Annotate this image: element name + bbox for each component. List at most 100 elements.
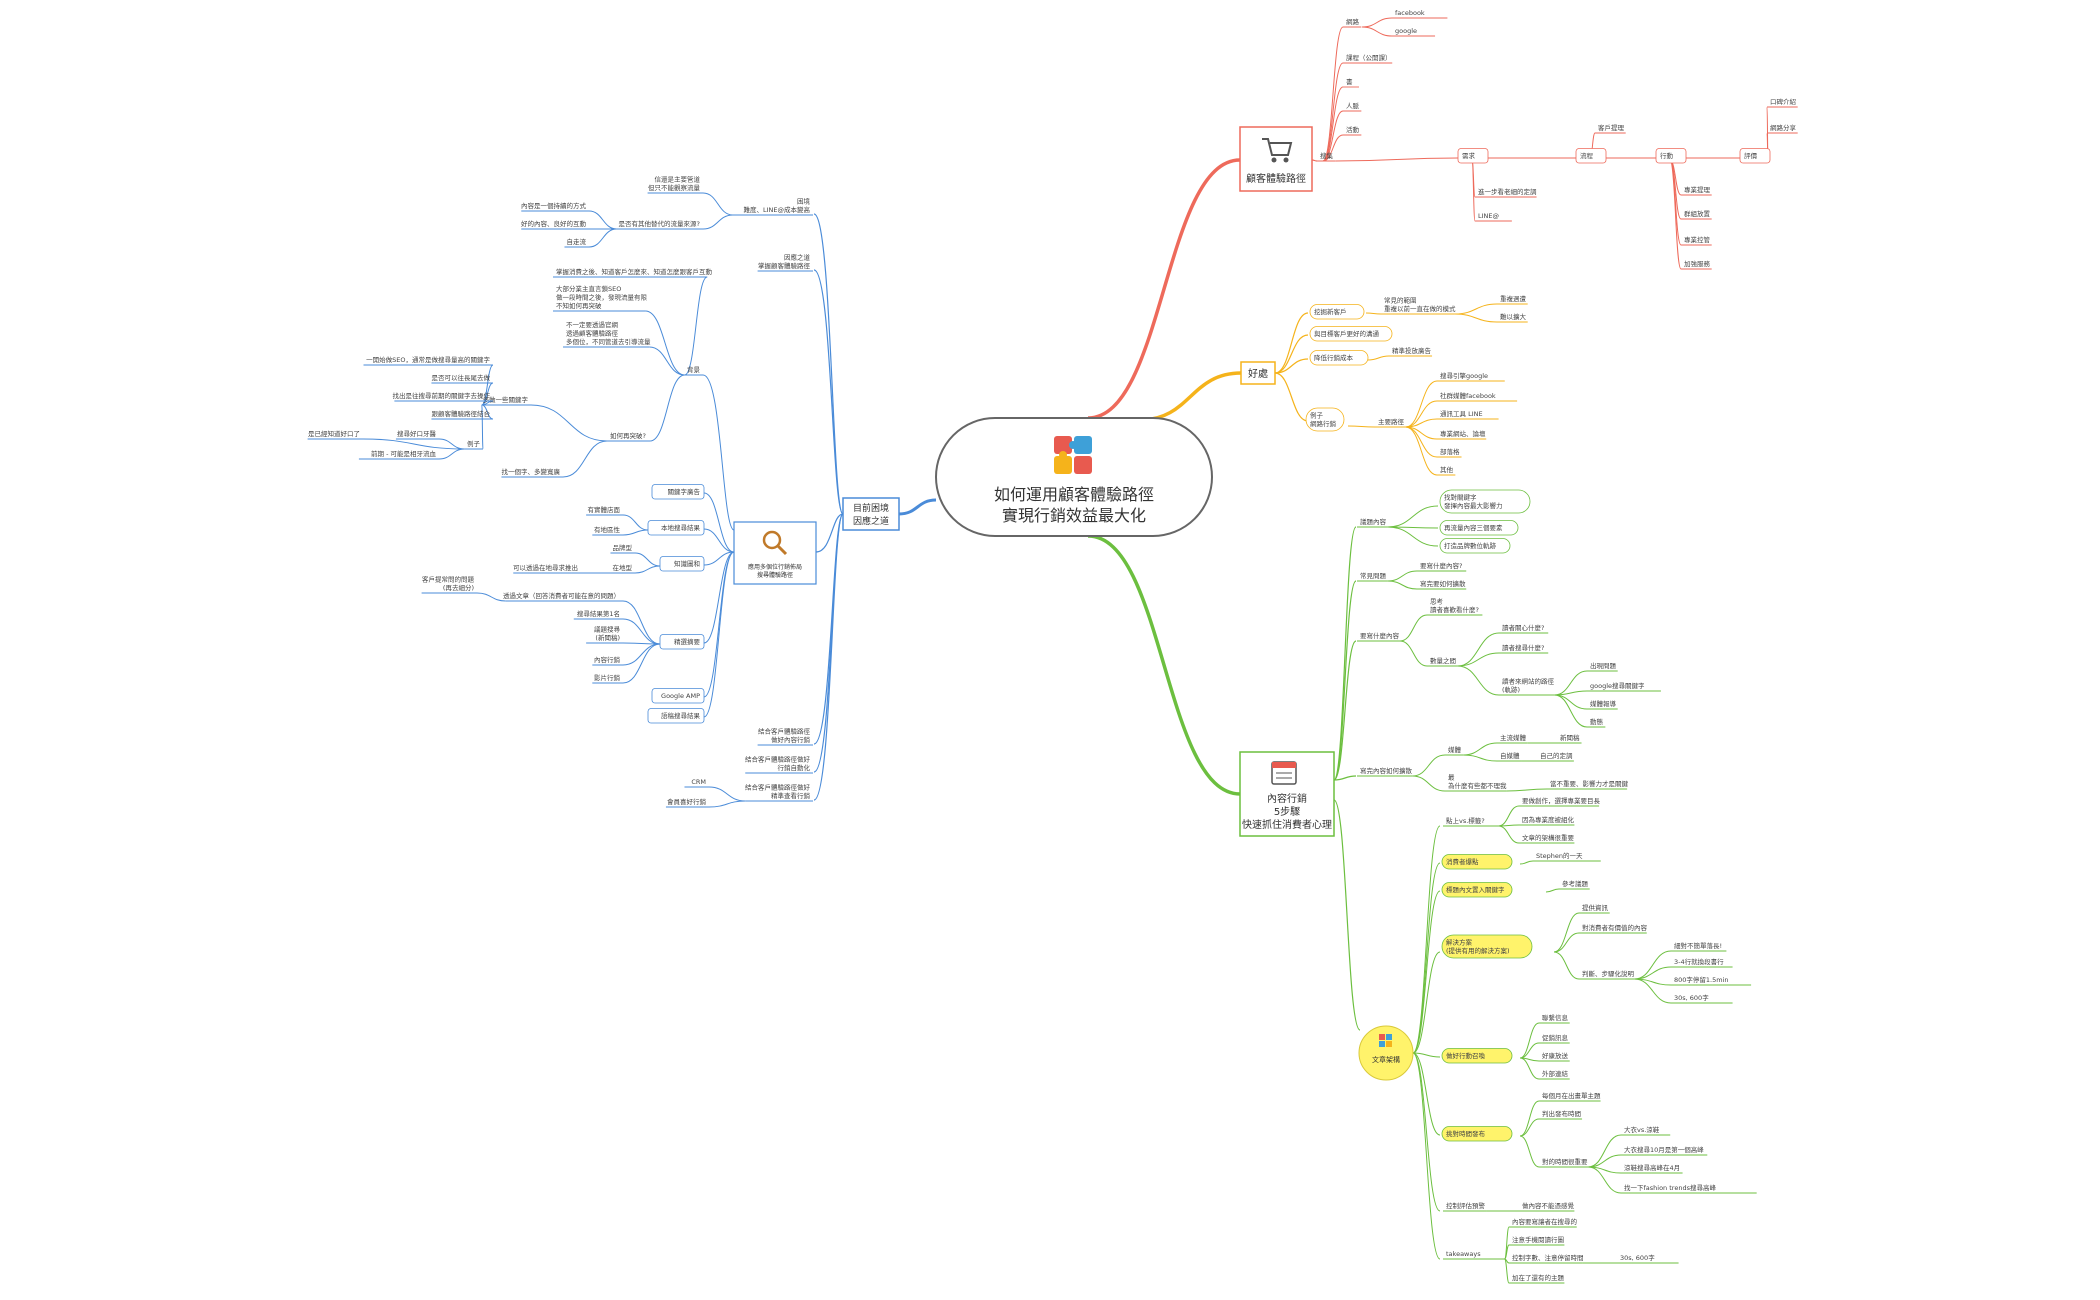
topic-node[interactable]: 對消費者有價值的內容 xyxy=(1579,923,1648,934)
topic-node[interactable]: 主流媒體 xyxy=(1497,733,1528,744)
topic-node[interactable]: CRM xyxy=(684,778,709,788)
topic-node[interactable]: 內容是一個持續的方式 xyxy=(521,201,589,212)
topic-node[interactable]: 內容要寫讓者在搜尋的 xyxy=(1509,1217,1578,1228)
topic-node[interactable]: 做內容不能憑感覺 xyxy=(1519,1201,1575,1212)
topic-node[interactable]: 重複週遭 xyxy=(1497,294,1528,305)
topic-node[interactable]: 搜尋結果第1名 xyxy=(573,609,623,620)
topic-node[interactable]: 品牌型 xyxy=(610,543,635,554)
topic-node[interactable]: 專業網站、論壇 xyxy=(1437,429,1487,440)
topic-node[interactable]: 透過文章（回答消費者可能在意的問題） xyxy=(503,591,623,602)
topic-node[interactable]: 媒體報導 xyxy=(1587,699,1618,710)
topic-node[interactable]: 控制字數、注意停留時間 xyxy=(1509,1253,1584,1264)
topic-node[interactable]: 細對不簡單落長! xyxy=(1671,941,1727,952)
topic-node[interactable]: 30s, 600字 xyxy=(1671,993,1733,1004)
topic-node[interactable]: 寫完要如何擴散 xyxy=(1417,579,1467,590)
topic-node[interactable]: 涼鞋搜尋高峰在4月 xyxy=(1621,1163,1683,1174)
topic-node[interactable]: 寫完內容如何擴散 xyxy=(1357,766,1413,777)
topic-node[interactable]: 精準投放廣告 xyxy=(1389,346,1433,357)
topic-node[interactable]: 讀者搜尋什麼? xyxy=(1499,643,1549,654)
topic-node[interactable]: google xyxy=(1392,27,1436,37)
topic-node[interactable]: 因為專業度被組化 xyxy=(1519,815,1575,826)
topic-node[interactable]: 好的內容、良好的互動 xyxy=(521,219,589,230)
topic-node[interactable]: 難以擴大 xyxy=(1497,312,1528,323)
branch-journey[interactable]: 顧客體驗路徑 xyxy=(1239,126,1313,192)
topic-node[interactable]: 找一個字、多變寬廣 xyxy=(501,467,563,478)
topic-node[interactable]: 如何再突破? xyxy=(607,431,651,442)
topic-node[interactable]: 搜尋引擎google xyxy=(1437,371,1505,382)
topic-node[interactable]: 行動 xyxy=(1655,148,1687,164)
topic-node[interactable]: 口碑介紹 xyxy=(1767,97,1798,108)
topic-node[interactable]: 促銷訊息 xyxy=(1539,1033,1570,1044)
topic-node[interactable]: 標題內文置入關鍵字 xyxy=(1441,882,1513,898)
topic-node[interactable]: 找一下fashion trends搜尋高峰 xyxy=(1621,1183,1757,1194)
topic-node[interactable]: 主要路徑 xyxy=(1375,417,1406,428)
topic-node[interactable]: 例子 xyxy=(464,439,483,450)
topic-node[interactable]: 判出發布時間 xyxy=(1539,1109,1583,1120)
topic-node[interactable]: 要寫什麼內容 xyxy=(1357,631,1401,642)
topic-node[interactable]: 評價 xyxy=(1739,148,1771,164)
topic-node[interactable]: 是否可以往長尾去做 xyxy=(431,373,493,384)
topic-node[interactable]: 前期 - 可能是相牙流血 xyxy=(358,449,439,460)
topic-node[interactable]: 與目標客戶更好的溝通 xyxy=(1309,326,1393,342)
topic-node[interactable]: 人脈 xyxy=(1343,101,1362,112)
topic-node[interactable]: 加強服務 xyxy=(1681,259,1712,270)
topic-node[interactable]: 解決方案(提供有用的解決方案) xyxy=(1441,934,1533,959)
topic-node[interactable]: 30s, 600字 xyxy=(1617,1253,1679,1264)
topic-node[interactable]: 可以透過在地尋求推出 xyxy=(513,563,581,574)
topic-node[interactable]: 流程 xyxy=(1575,148,1607,164)
topic-node[interactable]: 關鍵字廣告 xyxy=(651,484,705,500)
topic-node[interactable]: 消費者爆點 xyxy=(1441,854,1513,870)
topic-node[interactable]: 文章的架構很重要 xyxy=(1519,833,1575,844)
topic-node[interactable]: 讀者來網站的路徑(軌跡) xyxy=(1499,677,1555,696)
topic-node[interactable]: 自己的定調 xyxy=(1537,751,1574,762)
topic-node[interactable]: 需求 xyxy=(1457,148,1489,164)
topic-node[interactable]: 加在了還有的主題 xyxy=(1509,1273,1565,1284)
topic-node[interactable]: 參考議題 xyxy=(1559,879,1590,890)
search-hub[interactable]: 應用多個位行銷佈局 搜尋體驗路徑 xyxy=(733,521,817,585)
topic-node[interactable]: 客戶提理 xyxy=(1595,123,1626,134)
topic-node[interactable]: 要做創作，選擇專業要目長 xyxy=(1519,796,1601,807)
topic-node[interactable]: 外部連結 xyxy=(1539,1069,1570,1080)
topic-node[interactable]: 通訊工具 LINE xyxy=(1437,409,1499,420)
branch-current[interactable]: 目前困境 因應之道 xyxy=(842,497,900,531)
topic-node[interactable]: 注意手機閱讀行圖 xyxy=(1509,1235,1565,1246)
topic-node[interactable]: 出現問題 xyxy=(1587,661,1618,672)
topic-node[interactable]: 網路 xyxy=(1343,17,1362,28)
topic-node[interactable]: 課程（公開課） xyxy=(1343,53,1393,64)
topic-node[interactable]: 語稿搜尋結果 xyxy=(647,708,705,724)
topic-node[interactable]: 數量之間 xyxy=(1427,656,1458,667)
topic-node[interactable]: 控制評估預警 xyxy=(1443,1201,1487,1212)
topic-node[interactable]: 有實體店面 xyxy=(586,505,623,516)
topic-node[interactable]: 自走流 xyxy=(564,237,589,248)
topic-node[interactable]: 群組放置 xyxy=(1681,209,1712,220)
topic-node[interactable]: 新聞稿 xyxy=(1557,733,1582,744)
topic-node[interactable]: 議題搜尋(新聞稿) xyxy=(586,625,623,644)
topic-node[interactable]: 挑對時間發布 xyxy=(1441,1126,1513,1142)
topic-node[interactable]: 知識圖和 xyxy=(659,556,705,572)
central-topic[interactable]: 如何運用顧客體驗路徑 實現行銷效益最大化 xyxy=(935,417,1213,537)
topic-node[interactable]: 跟顧客體驗路徑結合 xyxy=(431,409,493,420)
topic-node[interactable]: 對的時間很重要 xyxy=(1539,1157,1589,1168)
topic-node[interactable]: 挖掘新客戶 xyxy=(1309,304,1365,320)
topic-node[interactable]: 網路分享 xyxy=(1767,123,1798,134)
topic-node[interactable]: 書 xyxy=(1343,77,1359,88)
topic-node[interactable]: 議題內容 xyxy=(1357,517,1388,528)
topic-node[interactable]: 動態 xyxy=(1587,717,1606,728)
topic-node[interactable]: 每個月在出畫單主題 xyxy=(1539,1091,1601,1102)
topic-node[interactable]: 客戶提常問的問題(再去細分) xyxy=(421,575,477,594)
topic-node[interactable]: 搜尋好口牙醫 xyxy=(395,429,439,440)
topic-node[interactable]: 打造品牌數位軌跡 xyxy=(1439,538,1511,554)
topic-node[interactable]: Google AMP xyxy=(651,688,705,704)
topic-node[interactable]: 一開始做SEO，通常是做搜尋量高的關鍵字 xyxy=(363,355,494,366)
topic-node[interactable]: Stephen的一天 xyxy=(1533,851,1601,862)
topic-node[interactable]: 常見問題 xyxy=(1357,571,1388,582)
topic-node[interactable]: 提供資訊 xyxy=(1579,903,1610,914)
